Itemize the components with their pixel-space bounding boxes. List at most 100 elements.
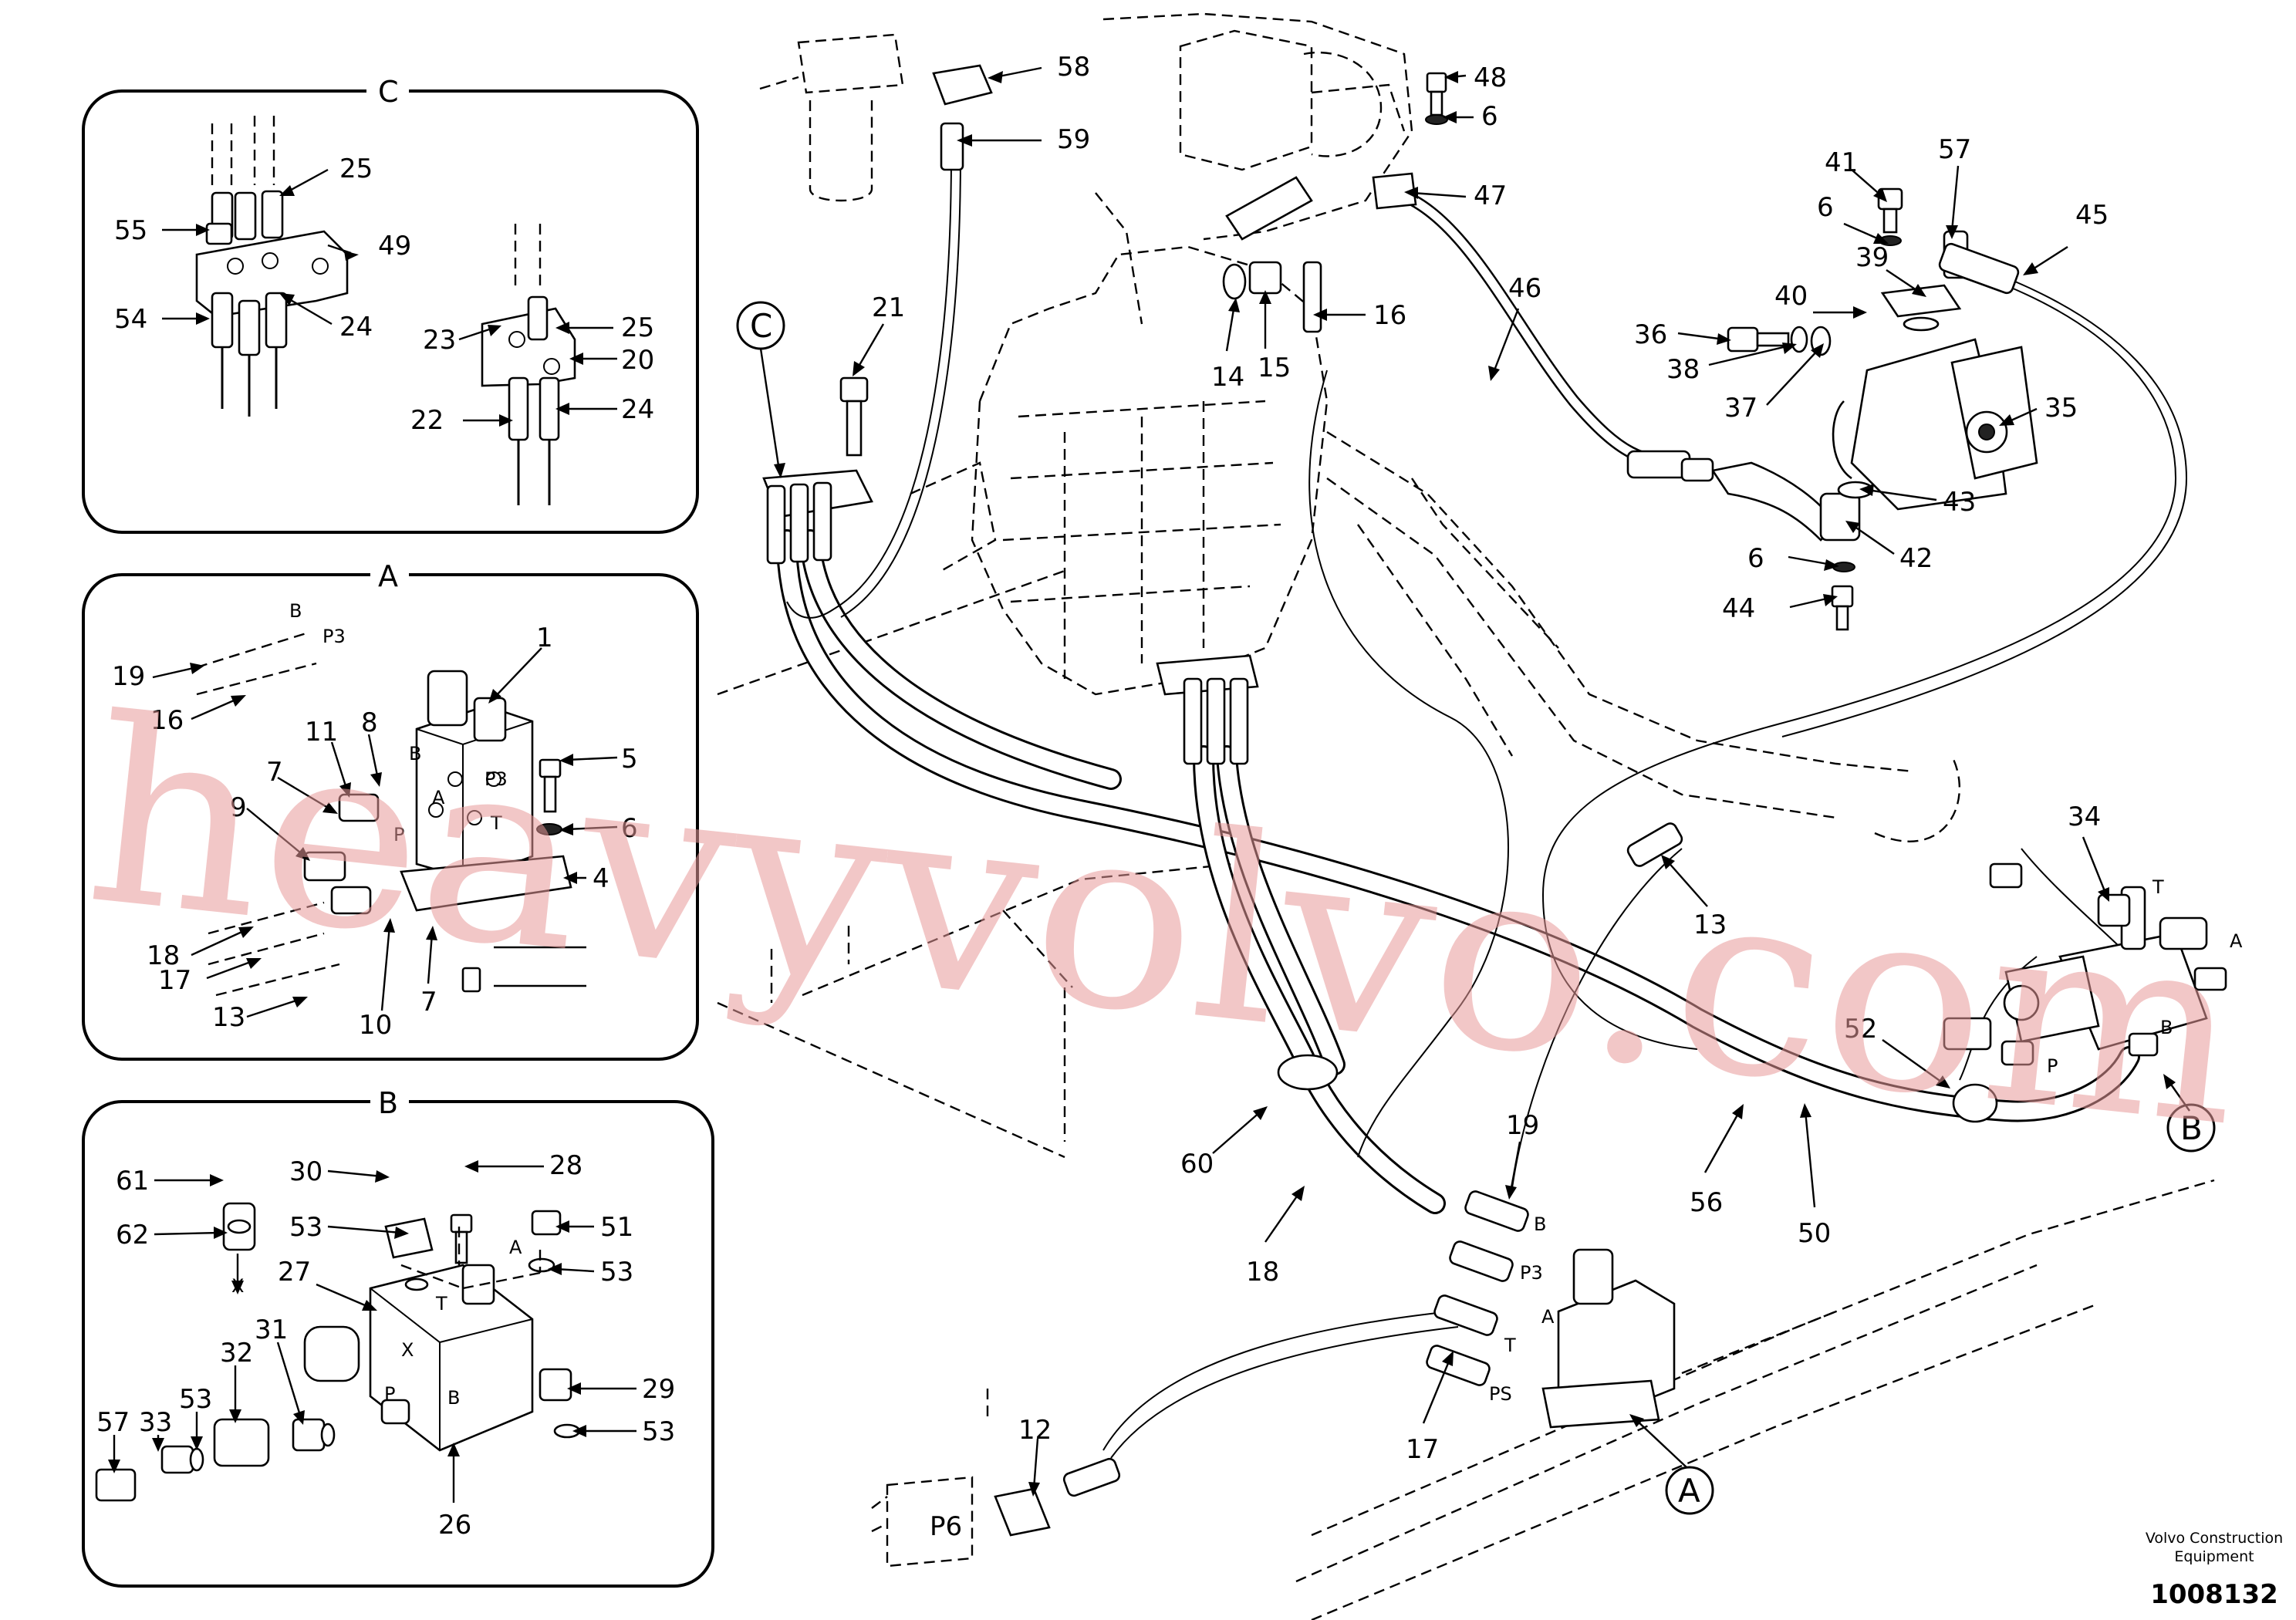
callout-57: 57 [1938, 134, 1971, 165]
inset-b-callout-32: 32 [220, 1338, 253, 1369]
view-marker-a: A [1665, 1466, 1714, 1515]
view-marker-b: B [2166, 1103, 2216, 1153]
inset-a-callout-8: 8 [361, 707, 378, 738]
callout-52: 52 [1844, 1014, 1877, 1045]
inset-a-port-a: A [432, 787, 445, 808]
inset-b-callout-53b: 53 [600, 1257, 633, 1288]
inset-c-callout-55: 55 [114, 215, 147, 246]
port-label-p3-main: P3 [1520, 1262, 1543, 1284]
callout-48: 48 [1474, 62, 1507, 93]
callout-42: 42 [1899, 543, 1933, 574]
inset-a: A B P3 B P3 A T P [82, 557, 699, 1061]
inset-c-callout-25b: 25 [621, 312, 654, 343]
inset-b-callout-51: 51 [600, 1212, 633, 1243]
callout-40: 40 [1774, 281, 1808, 312]
port-label-ps-main: PS [1489, 1383, 1512, 1405]
callout-58: 58 [1057, 52, 1090, 83]
view-marker-c: C [736, 301, 785, 350]
inset-b-callout-33: 33 [139, 1407, 172, 1438]
inset-a-port-p3: P3 [322, 626, 346, 647]
svg-text:A: A [1678, 1472, 1700, 1510]
port-label-a-right: A [2230, 930, 2243, 952]
inset-a-callout-18: 18 [147, 940, 180, 971]
callout-6: 6 [1481, 101, 1498, 132]
inset-a-callout-10: 10 [359, 1010, 392, 1041]
inset-a-callout-7b: 7 [420, 987, 437, 1018]
callout-59: 59 [1057, 124, 1090, 155]
inset-a-callout-7: 7 [266, 757, 283, 788]
callout-50: 50 [1798, 1218, 1831, 1249]
callout-46: 46 [1508, 273, 1541, 304]
inset-a-port-b: B [289, 600, 302, 622]
inset-b-callout-57: 57 [96, 1407, 130, 1438]
callout-60: 60 [1180, 1149, 1214, 1180]
callout-34: 34 [2068, 802, 2101, 832]
inset-c-callout-25: 25 [339, 154, 373, 184]
callout-6: 6 [1747, 543, 1764, 574]
inset-c-title: C [378, 75, 399, 109]
inset-a-port-b2: B [409, 743, 421, 764]
callout-36: 36 [1634, 319, 1667, 350]
callout-19: 19 [1506, 1110, 1539, 1141]
inset-c-callout-20: 20 [621, 345, 654, 376]
inset-a-callout-16: 16 [150, 705, 184, 736]
port-label-t-right: T [2152, 876, 2164, 898]
hose-routing [762, 64, 2227, 1537]
callout-37: 37 [1724, 393, 1757, 424]
inset-a-callout-4: 4 [593, 863, 609, 894]
inset-c-callout-22: 22 [410, 405, 444, 436]
inset-b-title: B [378, 1086, 398, 1120]
inset-b-callout-26: 26 [438, 1510, 471, 1541]
callout-38: 38 [1666, 354, 1700, 385]
inset-a-callout-17: 17 [158, 965, 191, 996]
inset-b-callout-31: 31 [255, 1315, 288, 1345]
callout-21: 21 [872, 292, 905, 323]
inset-b: B X A T X P B [82, 1084, 714, 1588]
inset-a-callout-11: 11 [305, 717, 338, 748]
port-label-b-main: B [1534, 1213, 1546, 1235]
inset-a-port-t: T [490, 812, 502, 834]
callout-44: 44 [1722, 593, 1755, 624]
callout-41: 41 [1825, 147, 1858, 178]
inset-a-callout-13: 13 [212, 1002, 245, 1033]
inset-b-port-p: P [384, 1383, 395, 1405]
inset-c-callout-54: 54 [114, 304, 147, 335]
callout-56: 56 [1690, 1187, 1723, 1218]
callout-35: 35 [2044, 393, 2078, 424]
callout-15: 15 [1258, 353, 1291, 383]
credit-line-1: Volvo Construction [2146, 1530, 2283, 1547]
credit-line-2: Equipment [2174, 1548, 2254, 1565]
inset-a-callout-19: 19 [112, 661, 145, 692]
callout-45: 45 [2075, 200, 2109, 231]
callout-6: 6 [1817, 192, 1834, 223]
inset-b-callout-53d: 53 [642, 1416, 675, 1447]
inset-a-callout-9: 9 [230, 792, 247, 823]
port-label-t-main: T [1504, 1335, 1516, 1356]
inset-b-callout-53: 53 [289, 1212, 322, 1243]
inset-c: C 25 55 49 54 24 25 [82, 73, 699, 534]
inset-b-port-a: A [509, 1237, 522, 1258]
inset-a-title: A [378, 559, 398, 593]
inset-b-callout-29: 29 [642, 1374, 675, 1405]
callout-13: 13 [1693, 910, 1727, 940]
main-callouts: 58 59 48 6 47 41 57 45 6 39 46 21 16 14 … [759, 52, 2243, 1542]
svg-text:C: C [750, 307, 772, 345]
document-number: 1008132 [2150, 1579, 2278, 1610]
inset-a-callout-6: 6 [621, 813, 638, 844]
svg-text:B: B [2180, 1109, 2203, 1147]
port-label-a-main: A [1541, 1306, 1555, 1328]
port-label-p-right: P [2047, 1055, 2058, 1077]
inset-b-callout-28: 28 [549, 1150, 582, 1181]
inset-b-callout-62: 62 [116, 1220, 149, 1250]
callout-14: 14 [1211, 362, 1244, 393]
callout-39: 39 [1855, 242, 1889, 273]
inset-b-port-t: T [435, 1293, 447, 1315]
inset-a-callout-1: 1 [536, 623, 553, 653]
inset-a-callout-5: 5 [621, 744, 638, 775]
machine-outline [717, 12, 2215, 1620]
callout-47: 47 [1474, 181, 1507, 211]
inset-b-port-x2: X [401, 1339, 414, 1361]
callout-12: 12 [1018, 1415, 1052, 1446]
inset-b-callout-27: 27 [278, 1257, 311, 1288]
